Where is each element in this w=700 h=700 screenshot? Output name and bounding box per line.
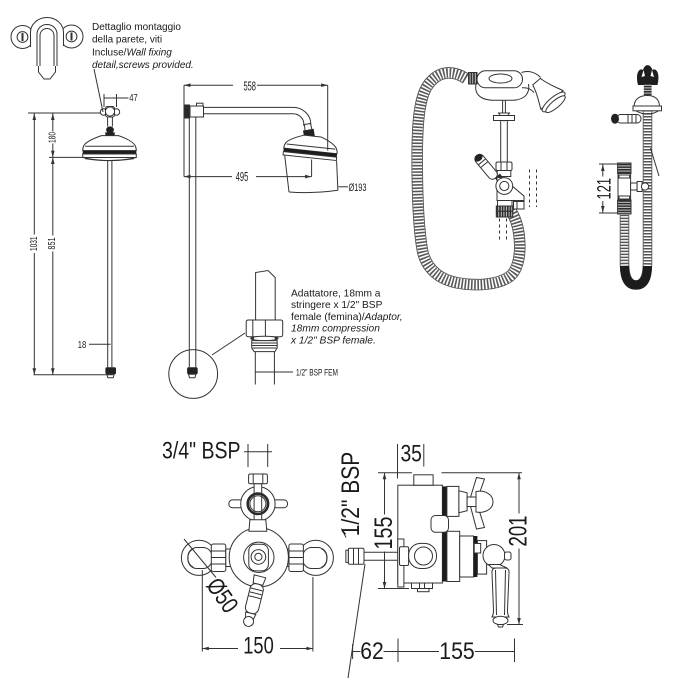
svg-text:180: 180 [47, 132, 58, 143]
svg-text:Incluse/Wall fixing: Incluse/Wall fixing [92, 47, 172, 58]
svg-text:1/2" BSP FEM: 1/2" BSP FEM [296, 368, 338, 379]
svg-text:stringere x 1/2" BSP: stringere x 1/2" BSP [291, 300, 383, 311]
svg-text:1/2" BSP: 1/2" BSP [337, 452, 365, 537]
svg-text:851: 851 [47, 237, 58, 250]
svg-text:1031: 1031 [29, 236, 40, 251]
svg-text:121: 121 [595, 178, 616, 200]
svg-text:558: 558 [243, 78, 256, 93]
svg-text:155: 155 [439, 638, 475, 665]
svg-text:Adattatore, 18mm a: Adattatore, 18mm a [291, 289, 381, 300]
svg-text:detail,screws provided.: detail,screws provided. [92, 60, 194, 71]
svg-text:Ø193: Ø193 [349, 182, 367, 194]
svg-text:155: 155 [370, 517, 398, 550]
svg-text:35: 35 [400, 440, 422, 467]
svg-text:18: 18 [78, 339, 87, 351]
svg-text:3/4" BSP: 3/4" BSP [162, 438, 241, 465]
svg-text:150: 150 [243, 632, 274, 659]
svg-text:47: 47 [129, 92, 138, 104]
svg-text:201: 201 [505, 516, 533, 547]
svg-text:x 1/2" BSP female.: x 1/2" BSP female. [290, 335, 376, 346]
svg-text:62: 62 [360, 638, 384, 665]
svg-text:18mm compression: 18mm compression [291, 324, 380, 335]
svg-text:Dettaglio montaggio: Dettaglio montaggio [92, 22, 181, 33]
svg-text:495: 495 [236, 169, 249, 184]
svg-text:della parete, viti: della parete, viti [92, 35, 162, 46]
svg-text:female (femina)/Adaptor,: female (femina)/Adaptor, [291, 312, 403, 323]
